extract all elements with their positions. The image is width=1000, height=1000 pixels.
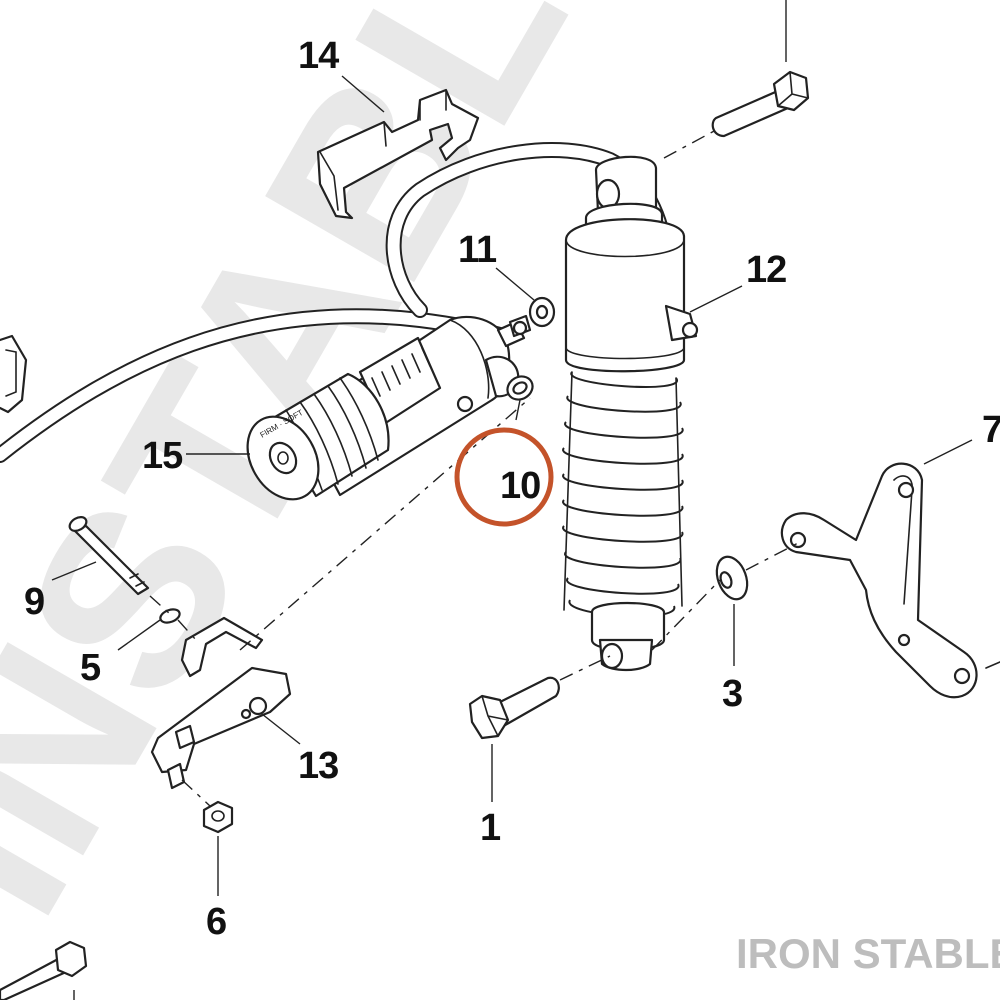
callout-13: 13 [298,745,338,787]
callout-14: 14 [298,35,339,77]
washer [715,555,749,601]
callout-7: 7 [982,409,1000,451]
banjo-fitting [508,296,556,338]
clevis-pin [68,516,150,596]
shock-absorber [562,155,699,672]
o-ring [506,375,534,401]
reservoir-canister: FIRM · SOFT [246,315,526,501]
adjuster-scale [371,347,431,397]
left-edge-bracket [0,334,28,414]
brand-text: IRON STABLE [736,930,1000,977]
bottom-bolt [0,940,88,1000]
coil-spring [562,371,684,618]
lower-bracket [150,616,292,790]
callout-3: 3 [722,673,742,715]
mounting-bracket [780,462,1000,699]
leader-lines [51,0,973,1000]
callout-1: 1 [480,807,501,849]
callout-11: 11 [458,229,497,271]
retaining-clip [159,608,181,624]
callout-6: 6 [206,901,226,943]
callout-15: 15 [142,435,183,477]
hose-clip [316,88,480,220]
callouts: 14 11 12 15 10 7 9 5 3 13 1 6 [24,35,1000,943]
callout-12: 12 [746,249,786,291]
callout-5: 5 [80,647,101,689]
assembly-axes [149,129,801,807]
lock-nut [202,800,234,834]
lower-bolt [468,676,560,740]
callout-9: 9 [24,581,44,623]
top-bolt [711,70,810,138]
callout-10: 10 [500,465,540,507]
highlight-ring [454,427,554,527]
